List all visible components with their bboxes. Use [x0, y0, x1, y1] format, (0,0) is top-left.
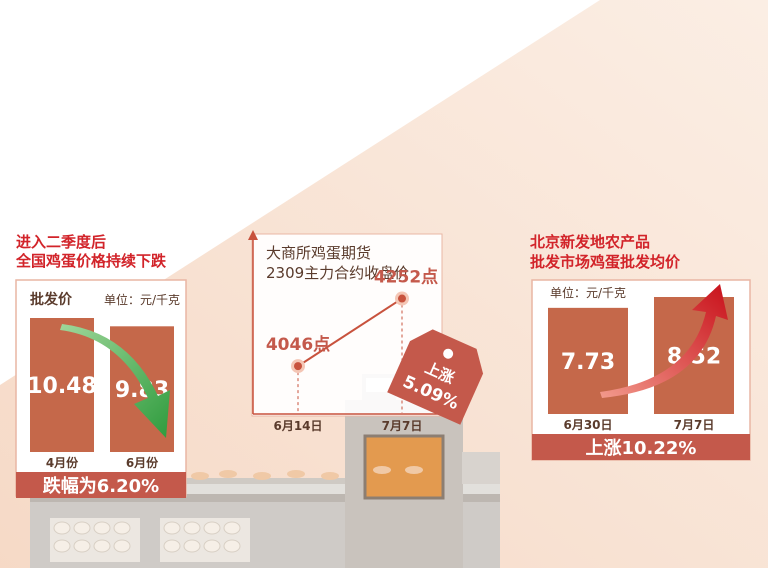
panel3-bar-value-1: 7.73	[561, 350, 615, 375]
price-tag: 上涨 5.09%	[387, 329, 484, 425]
panel2-series-line	[297, 297, 403, 367]
egg-icon	[53, 521, 71, 535]
panel1-footer-label: 跌幅为6.20%	[43, 475, 159, 497]
panel2-line-chart: 4046点 6月14日 4252点 7月7日	[266, 267, 438, 433]
egg-icon	[191, 472, 209, 480]
up-arrow	[600, 284, 728, 398]
panel2-x-label-2: 7月7日	[382, 419, 423, 433]
panel2-point-1	[294, 362, 302, 371]
panel1-footer-bar	[16, 472, 186, 498]
egg-icon	[73, 539, 91, 553]
egg-icon	[223, 539, 241, 553]
egg-icon	[287, 470, 305, 478]
panel2-x-label-1: 6月14日	[273, 419, 322, 433]
egg-decoration	[53, 466, 423, 553]
egg-icon	[113, 521, 131, 535]
panel1-bar-value-1: 10.48	[27, 374, 97, 399]
egg-icon	[253, 472, 271, 480]
panel1-tag: 批发价	[30, 291, 73, 308]
egg-icon	[373, 466, 391, 474]
down-arrow	[60, 324, 170, 438]
panel3-heading-line1: 北京新发地农产品	[530, 233, 650, 251]
panel1-bar-1	[30, 318, 94, 452]
panel2-title-line1: 大商所鸡蛋期货	[266, 244, 371, 262]
panel3-footer-label: 上涨10.22%	[586, 438, 697, 459]
panel1-heading-line1: 进入二季度后	[16, 233, 106, 251]
panel1-heading-line2: 全国鸡蛋价格持续下跌	[15, 252, 167, 270]
egg-icon	[183, 539, 201, 553]
panel2-data-label-1: 4046点	[266, 334, 330, 355]
panel2-title-line2: 2309主力合约收盘价	[266, 264, 409, 282]
panel1-category-label-2: 6月份	[126, 455, 159, 470]
egg-icon	[219, 470, 237, 478]
egg-icon	[223, 521, 241, 535]
egg-icon	[93, 539, 111, 553]
egg-icon	[203, 521, 221, 535]
egg-icon	[163, 521, 181, 535]
panel3-footer-bar	[532, 434, 750, 460]
panel2-point-2	[398, 294, 406, 303]
panel3-category-label-2: 7月7日	[674, 418, 715, 432]
egg-icon	[93, 521, 111, 535]
egg-icon	[73, 521, 91, 535]
egg-icon	[405, 466, 423, 474]
egg-icon	[203, 539, 221, 553]
egg-icon	[183, 521, 201, 535]
egg-icon	[163, 539, 181, 553]
panel1-unit-label: 单位：元/千克	[104, 292, 180, 307]
conveyor-illustration	[0, 374, 768, 578]
egg-icon	[53, 539, 71, 553]
panel3-category-label-1: 6月30日	[563, 418, 612, 432]
panel3-unit-label: 单位：元/千克	[550, 285, 626, 300]
panel2-data-label-2: 4252点	[374, 267, 438, 288]
egg-icon	[113, 539, 131, 553]
egg-icon	[321, 472, 339, 480]
panel1-category-label-1: 4月份	[46, 455, 79, 470]
panel3-heading-line2: 批发市场鸡蛋批发均价	[530, 253, 681, 271]
